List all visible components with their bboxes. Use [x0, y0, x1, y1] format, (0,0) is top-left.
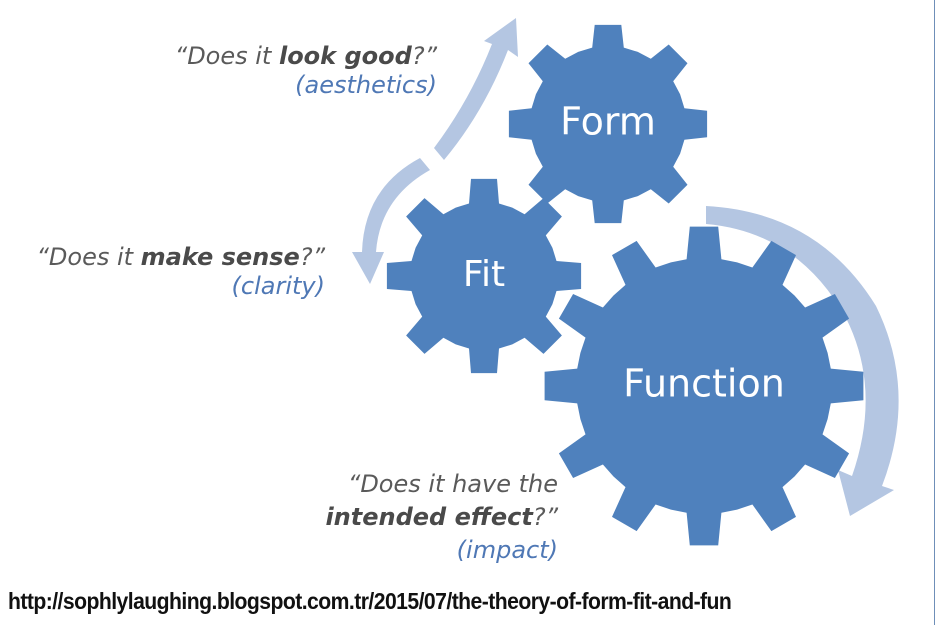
- form-question-suffix: ?”: [411, 42, 437, 70]
- form-question-text: “Does it look good?”: [175, 42, 437, 71]
- fit-question-prefix: “Does it: [36, 243, 141, 271]
- curved-arrow-function: [706, 206, 899, 516]
- gear-label-fit: Fit: [463, 254, 505, 295]
- form-question-prefix: “Does it: [174, 42, 279, 70]
- gear-fit: [386, 178, 582, 374]
- function-question-sub: (impact): [456, 536, 558, 564]
- gear-form: [508, 24, 708, 224]
- function-question-emphasis: intended effect: [325, 503, 533, 531]
- fit-question-text: “Does it make sense?”: [36, 243, 325, 272]
- form-question: “Does it look good?” (aesthetics): [175, 42, 437, 100]
- function-question-suffix: ?”: [532, 503, 558, 531]
- fit-question: “Does it make sense?” (clarity): [36, 243, 325, 301]
- fit-question-emphasis: make sense: [140, 243, 300, 271]
- form-question-sub: (aesthetics): [295, 71, 437, 99]
- gear-label-function: Function: [623, 362, 785, 406]
- source-url: http://sophlylaughing.blogspot.com.tr/20…: [8, 588, 732, 614]
- function-question-line1: “Does it have the: [347, 470, 558, 498]
- curved-arrow-fit-to-form: [434, 18, 518, 160]
- fit-question-sub: (clarity): [231, 272, 325, 300]
- function-question-line2: intended effect?”: [325, 501, 558, 534]
- fit-question-suffix: ?”: [299, 243, 325, 271]
- form-question-emphasis: look good: [278, 42, 412, 70]
- function-question: “Does it have the intended effect?” (imp…: [325, 468, 558, 567]
- gear-label-form: Form: [560, 100, 656, 144]
- gear-function: [544, 226, 864, 546]
- curved-arrow-form-to-fit: [352, 158, 430, 284]
